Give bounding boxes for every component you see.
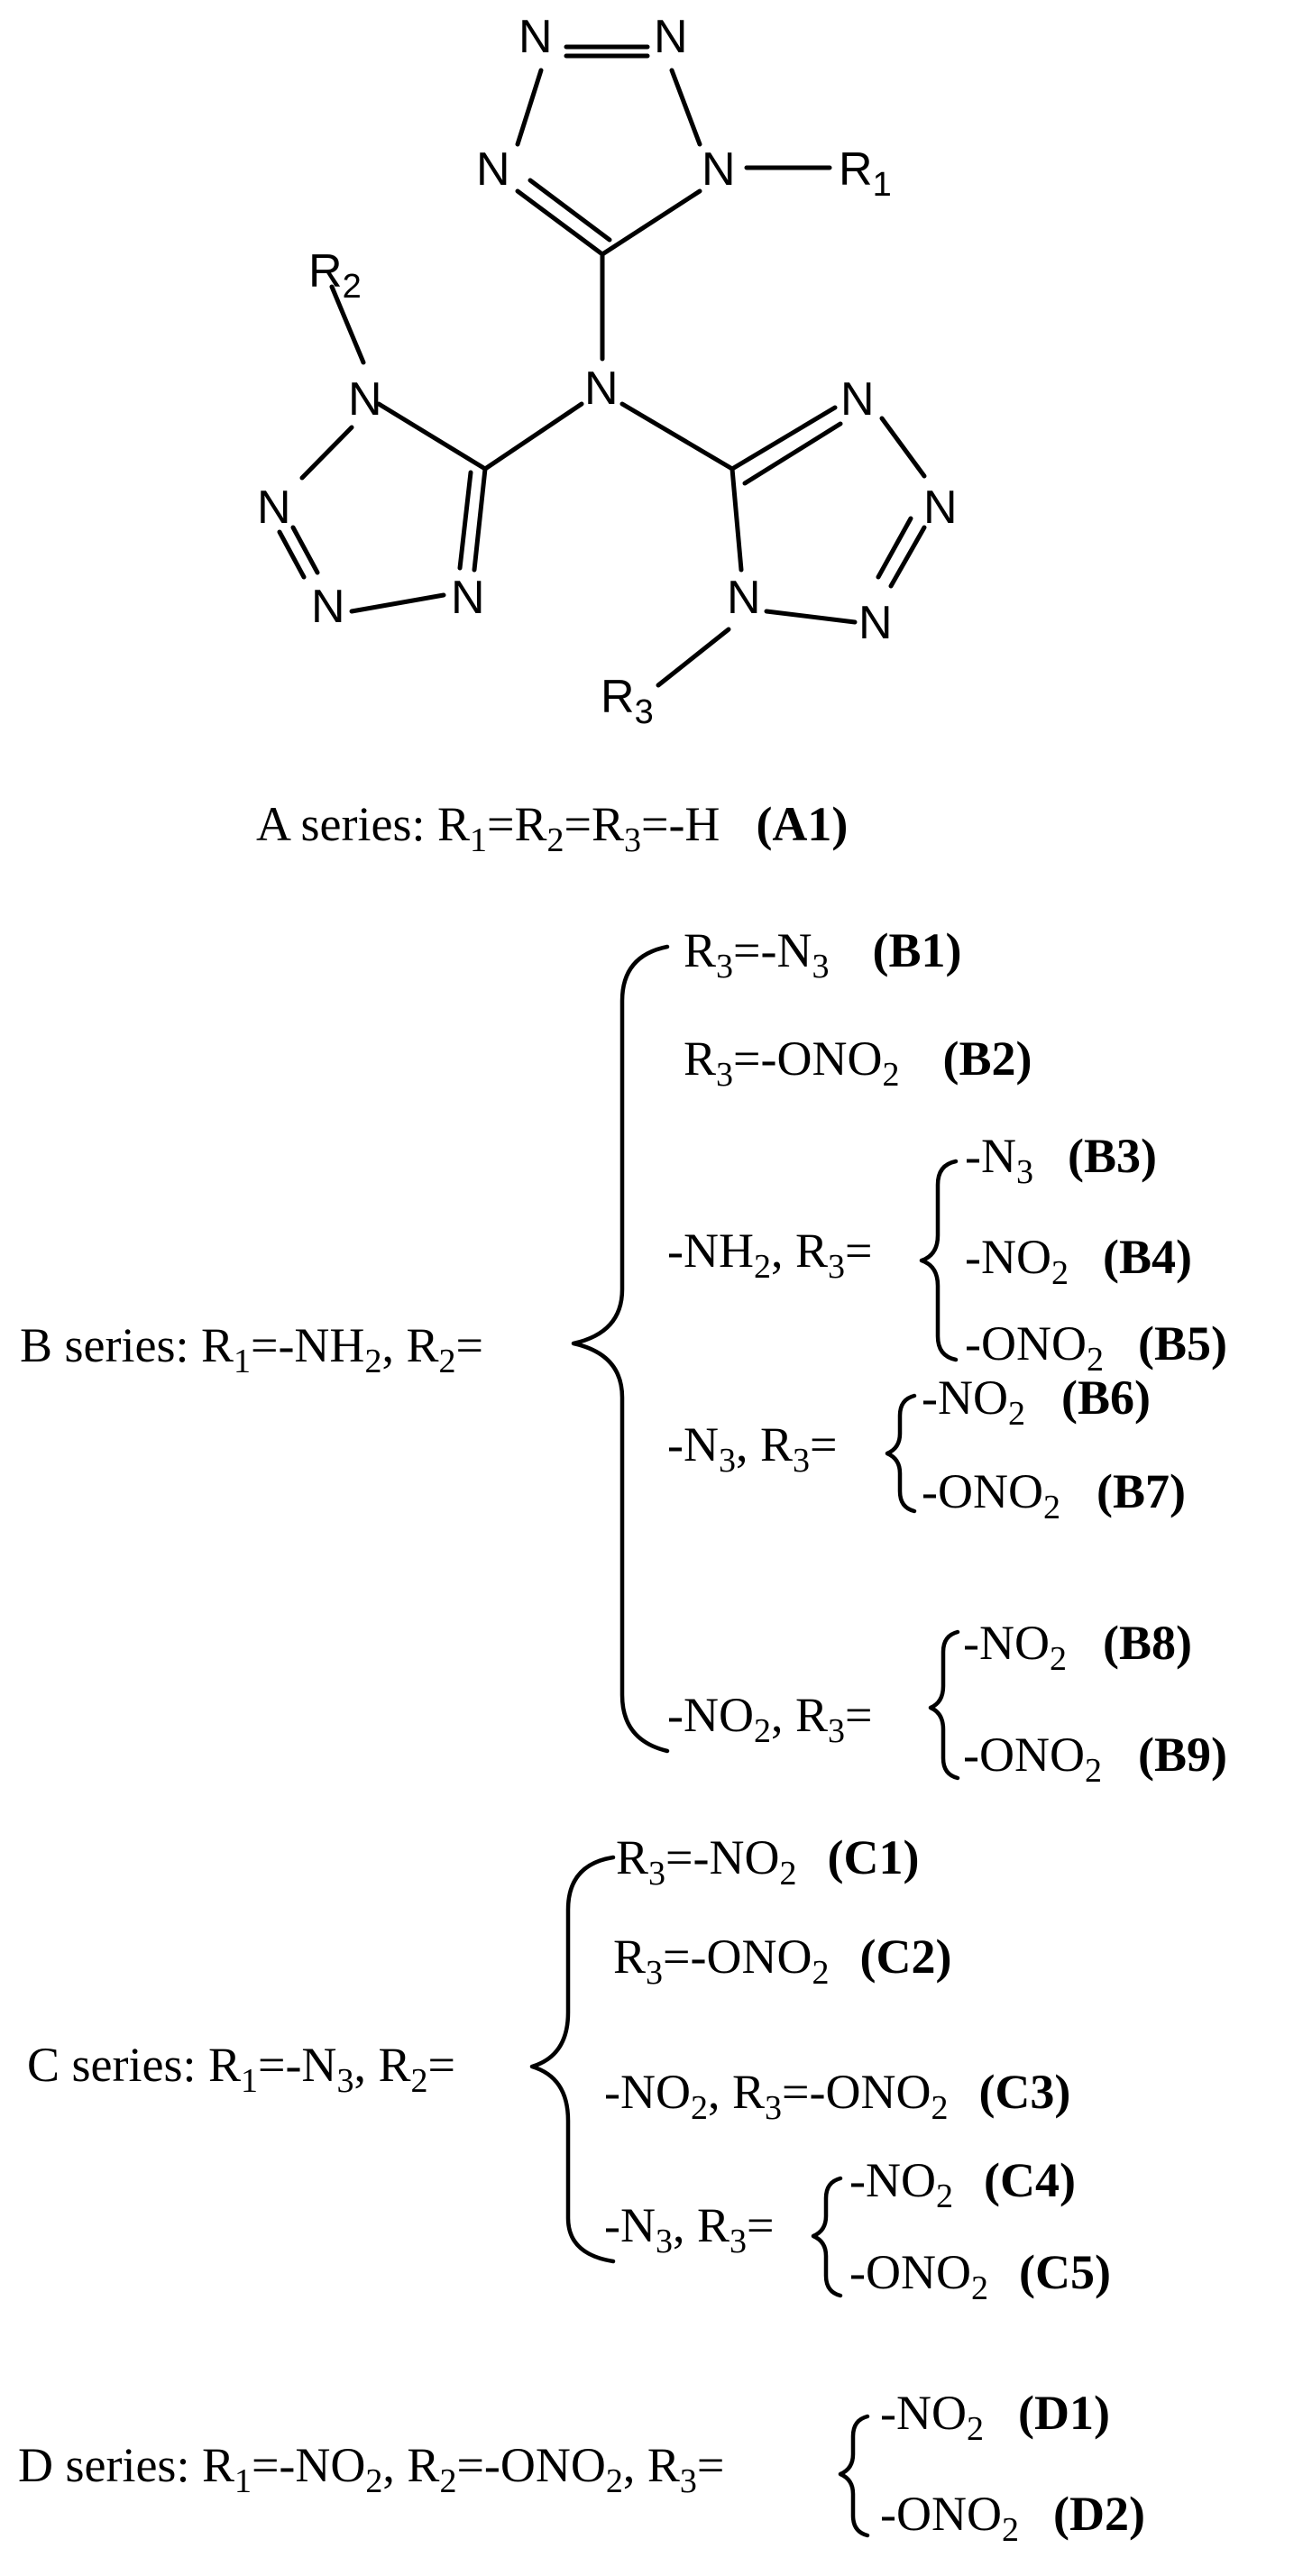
bond [669,68,702,147]
bond [457,470,473,571]
bond [729,405,838,472]
bond [888,525,927,589]
sub-b-n3-lead: -N3, R3= [667,1417,837,1480]
item-b2: R3=-ONO2(B2) [684,1031,1032,1094]
bond [277,529,307,580]
item-c2: R3=-ONO2(C2) [613,1930,951,1992]
item-d2: -ONO2(D2) [880,2487,1145,2549]
atom-n: N [476,143,510,196]
sub-b-no2-lead: -NO2, R3= [667,1688,872,1750]
atom-n: N [923,481,958,534]
item-c1: R3=-NO2(C1) [616,1830,919,1893]
atom-n: N [311,581,345,633]
atom-n: N [702,143,736,196]
item-c5: -ONO2(C5) [849,2245,1111,2307]
code-a1: (A1) [756,797,848,851]
atom-n: N [584,362,619,415]
brace-d [838,2414,870,2538]
item-b8: -NO2(B8) [963,1616,1192,1678]
bond [729,466,744,573]
atom-n: N [348,373,382,426]
item-c3: -NO2, R3=-ONO2(C3) [604,2065,1070,2127]
series-d-lead: D series: R1=-NO2, R2=-ONO2, R3= [18,2438,724,2500]
sub-c-n3-lead: -N3, R3= [604,2198,774,2260]
atom-n: N [840,373,875,426]
bond [482,401,584,472]
atom-n: N [518,11,553,63]
atom-n: N [257,481,291,534]
item-c4: -NO2(C4) [849,2153,1076,2215]
bond [290,525,320,575]
bond [656,627,731,688]
series-c-lead: C series: R1=-N3, R2= [27,2038,455,2100]
bond [299,425,354,481]
bond [619,401,735,472]
item-b6: -NO2(B6) [922,1371,1151,1433]
item-b9: -ONO2(B9) [963,1728,1227,1790]
bond [876,516,913,580]
brace-c-n3 [811,2176,843,2298]
brace-b [571,944,670,1754]
bond [742,421,843,486]
bond [879,416,927,479]
item-b5: -ONO2(B5) [965,1316,1227,1379]
atom-n: N [654,11,688,63]
bond [515,188,605,257]
r1-label: R1 [839,143,892,204]
series-b-lead: B series: R1=-NH2, R2= [20,1318,483,1380]
bond [329,284,366,365]
sub-b-nh2-lead: -NH2, R3= [667,1224,872,1286]
atom-n: N [451,572,485,624]
item-b7: -ONO2(B7) [922,1464,1186,1526]
brace-c [529,1855,616,2264]
brace-b-no2 [928,1629,960,1781]
item-d1: -NO2(D1) [880,2386,1110,2448]
bond [472,466,488,573]
item-b4: -NO2(B4) [965,1230,1192,1292]
bond [764,609,858,625]
brace-b-nh2 [919,1159,959,1362]
atom-n: N [858,597,893,649]
bond [600,188,702,257]
r2-label: R2 [308,245,362,306]
bond [349,592,446,614]
bond [376,401,488,472]
r3-label: R3 [601,671,654,731]
bond [528,178,612,243]
item-b3: -N3(B3) [965,1129,1157,1191]
series-a-line: A series: R1=R2=R3=-H(A1) [256,797,848,859]
bond [515,68,544,147]
brace-b-n3 [885,1393,917,1514]
molecule-structure: N N N N R1 N R2 N N N N N N N N R3 [257,11,958,731]
item-b1: R3=-N3(B1) [684,923,961,985]
atom-n: N [727,572,761,624]
